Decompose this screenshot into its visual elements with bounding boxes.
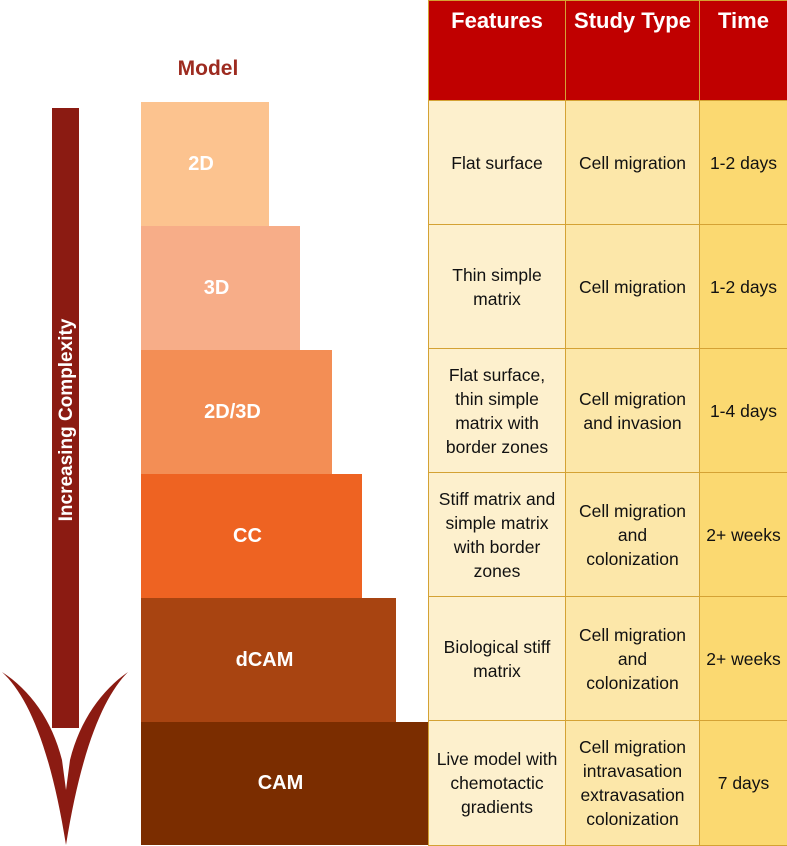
features-cell: Thin simple matrix xyxy=(429,225,566,349)
features-table: Features Study Type Time Flat surface Ce… xyxy=(428,0,787,846)
header-time: Time xyxy=(700,1,787,101)
time-cell: 1-2 days xyxy=(700,225,787,349)
table-row: Flat surface Cell migration 1-2 days xyxy=(429,101,787,225)
model-step-2d: 2D xyxy=(141,102,269,226)
model-label: 2D xyxy=(188,153,214,176)
model-label: CC xyxy=(233,525,262,548)
table-row: Flat surface, thin simple matrix with bo… xyxy=(429,349,787,473)
study-type-cell: Cell migration and colonization xyxy=(566,473,700,597)
arrow-label: Increasing Complexity xyxy=(56,318,77,521)
study-type-cell: Cell migration xyxy=(566,225,700,349)
table-row: Stiff matrix and simple matrix with bord… xyxy=(429,473,787,597)
complexity-arrow: Increasing Complexity xyxy=(0,0,140,845)
time-cell: 2+ weeks xyxy=(700,473,787,597)
study-type-cell: Cell migration and invasion xyxy=(566,349,700,473)
model-step-2d-3d: 2D/3D xyxy=(141,350,332,474)
study-type-cell: Cell migration xyxy=(566,101,700,225)
header-features: Features xyxy=(429,1,566,101)
time-cell: 7 days xyxy=(700,721,787,846)
features-cell: Live model with chemotactic gradients xyxy=(429,721,566,846)
features-cell: Biological stiff matrix xyxy=(429,597,566,721)
model-label: 3D xyxy=(204,277,230,300)
time-cell: 2+ weeks xyxy=(700,597,787,721)
study-type-cell: Cell migration intravasation extravasati… xyxy=(566,721,700,846)
table-row: Thin simple matrix Cell migration 1-2 da… xyxy=(429,225,787,349)
features-cell: Flat surface, thin simple matrix with bo… xyxy=(429,349,566,473)
time-cell: 1-2 days xyxy=(700,101,787,225)
model-label: 2D/3D xyxy=(204,401,261,424)
table-header-row: Features Study Type Time xyxy=(429,1,787,101)
model-step-cam: CAM xyxy=(141,722,428,845)
features-cell: Flat surface xyxy=(429,101,566,225)
model-step-dcam: dCAM xyxy=(141,598,396,722)
table-row: Live model with chemotactic gradients Ce… xyxy=(429,721,787,846)
model-step-cc: CC xyxy=(141,474,362,598)
features-cell: Stiff matrix and simple matrix with bord… xyxy=(429,473,566,597)
study-type-cell: Cell migration and colonization xyxy=(566,597,700,721)
model-step-3d: 3D xyxy=(141,226,300,350)
model-header: Model xyxy=(168,57,248,81)
model-label: CAM xyxy=(258,772,304,795)
table-row: Biological stiff matrix Cell migration a… xyxy=(429,597,787,721)
time-cell: 1-4 days xyxy=(700,349,787,473)
header-study-type: Study Type xyxy=(566,1,700,101)
model-label: dCAM xyxy=(236,649,294,672)
